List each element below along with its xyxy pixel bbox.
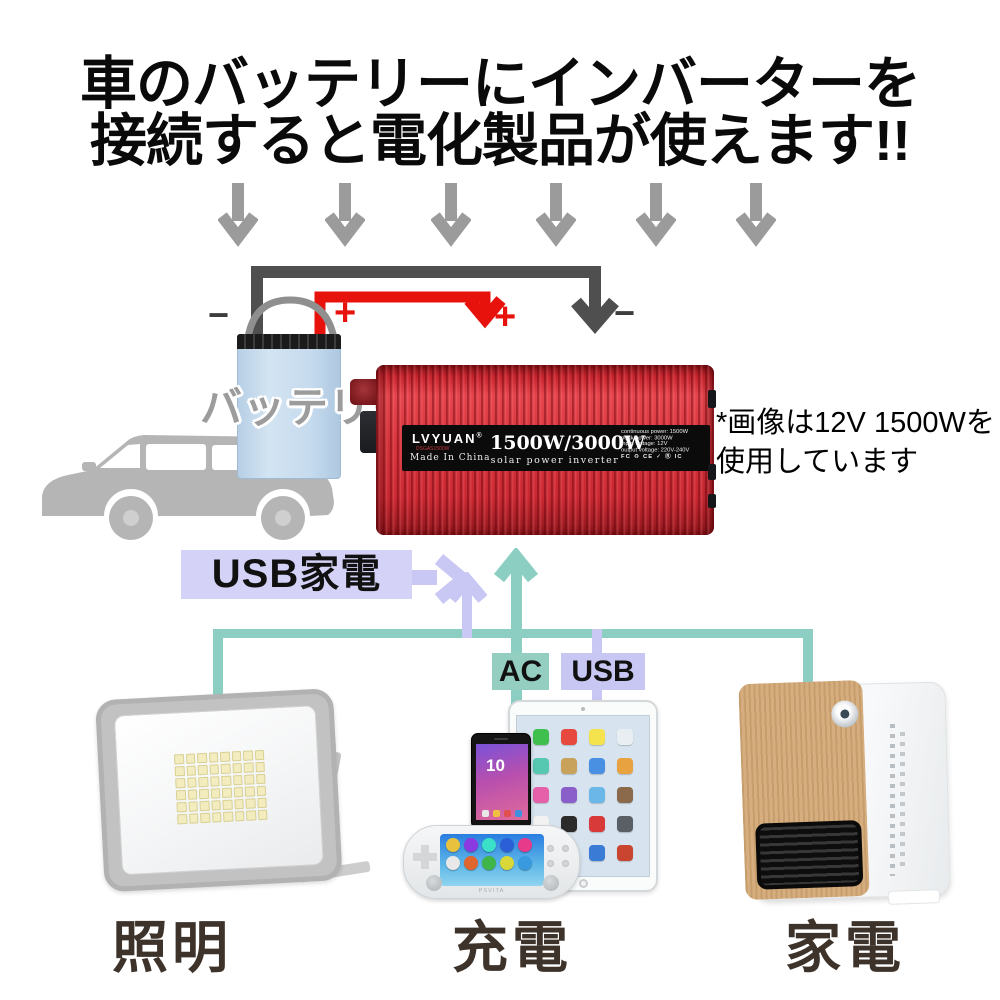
inverter-label-band: LVYUAN® DSGAS1500W Made In China 1500W/3… bbox=[402, 425, 710, 471]
inverter-minus-label: − bbox=[614, 292, 636, 333]
inverter-plus-label: + bbox=[494, 296, 517, 338]
spec-peak-power: peak power: 3000W bbox=[621, 434, 673, 441]
headline-line2: 接続すると電化製品が使えます!! bbox=[90, 109, 911, 173]
line-to-heater bbox=[803, 629, 813, 688]
down-arrow-icon bbox=[431, 183, 471, 247]
phone-clock: 10 bbox=[486, 756, 505, 775]
inverter-brand: LVYUAN® bbox=[412, 431, 482, 446]
inverter-origin: Made In China bbox=[410, 453, 491, 463]
down-arrow-icon bbox=[218, 183, 258, 247]
battery-terminal-strip bbox=[237, 334, 341, 349]
negative-wire-arrowhead bbox=[571, 297, 619, 334]
spec-output-voltage: output voltage: 220V-240V bbox=[621, 446, 690, 454]
inverter-specs: continuous power: 1500W peak power: 3000… bbox=[621, 429, 708, 460]
wiring-diagram bbox=[251, 266, 619, 342]
ac-tag: AC bbox=[492, 653, 549, 690]
heater-side-vents bbox=[890, 724, 895, 876]
battery-plus-label: + bbox=[334, 292, 357, 334]
inverter-outlet-tab bbox=[708, 464, 716, 480]
tablet-home-button bbox=[578, 879, 588, 888]
usb-tag: USB bbox=[561, 653, 645, 690]
console-screen bbox=[440, 834, 544, 886]
inverter-subtitle: solar power inverter bbox=[490, 455, 620, 466]
led-floodlight bbox=[88, 678, 371, 908]
negative-wire bbox=[251, 266, 601, 342]
console-buttons bbox=[545, 843, 571, 869]
down-arrow-icon bbox=[536, 183, 576, 247]
heater-sensor bbox=[830, 700, 859, 728]
image-note-line2: 使用しています bbox=[716, 446, 919, 478]
battery-handle bbox=[244, 296, 338, 339]
phone-dock bbox=[476, 810, 528, 817]
heater-side-vents bbox=[900, 732, 905, 872]
usb-right-arrow-icon bbox=[404, 554, 468, 604]
usb-appliance-tag: USB家電 bbox=[181, 550, 412, 599]
ac-up-arrow-icon bbox=[494, 548, 538, 714]
vita-icon-grid bbox=[446, 838, 538, 882]
down-arrow-icon bbox=[736, 183, 776, 247]
led-grid bbox=[173, 749, 268, 825]
line-to-floodlight bbox=[213, 629, 223, 696]
charging-label: 充電 bbox=[452, 916, 572, 979]
headline-line1: 車のバッテリーにインバーターを bbox=[80, 52, 921, 116]
cert-marks: FC ♻ CE ✓ Ⓡ IC bbox=[621, 453, 683, 460]
console-right-stick bbox=[543, 875, 559, 891]
spec-continuous-power: continuous power: 1500W bbox=[621, 428, 689, 435]
inverter-power-rating: 1500W/3000W bbox=[490, 432, 646, 454]
inverter-model: DSGAS1500W bbox=[416, 446, 450, 452]
inverter-outlet-tab bbox=[708, 494, 716, 508]
console-dpad bbox=[413, 845, 437, 869]
phone-speaker bbox=[494, 738, 508, 740]
battery-minus-label: − bbox=[208, 294, 230, 335]
image-note: *画像は12V 1500Wを 使用しています bbox=[716, 404, 995, 482]
battery-body bbox=[237, 337, 341, 479]
positive-wire-arrowhead bbox=[464, 296, 506, 329]
image-note-line1: *画像は12V 1500Wを bbox=[716, 407, 995, 439]
lighting-label: 照明 bbox=[112, 916, 232, 979]
down-arrow-icon bbox=[636, 183, 676, 247]
heater-front-panel bbox=[738, 679, 870, 901]
ceramic-heater bbox=[738, 676, 963, 911]
console-left-stick bbox=[426, 875, 442, 891]
console-brand: PSVITA bbox=[478, 887, 505, 894]
heater-outlet-vent bbox=[755, 820, 864, 890]
tablet-camera bbox=[581, 707, 585, 711]
down-arrow-icon bbox=[325, 183, 365, 247]
car-mirror bbox=[82, 462, 96, 471]
inverter-outlet-tab bbox=[708, 390, 716, 408]
tablet bbox=[508, 700, 658, 892]
inverter: LVYUAN® DSGAS1500W Made In China 1500W/3… bbox=[376, 365, 714, 535]
game-console: PSVITA bbox=[403, 825, 580, 899]
smartphone: 10 bbox=[471, 733, 531, 829]
phone-screen: 10 bbox=[476, 744, 528, 820]
positive-wire bbox=[314, 291, 491, 342]
spec-input-voltage: input voltage: 12V bbox=[621, 440, 668, 447]
appliance-label: 家電 bbox=[785, 916, 905, 979]
